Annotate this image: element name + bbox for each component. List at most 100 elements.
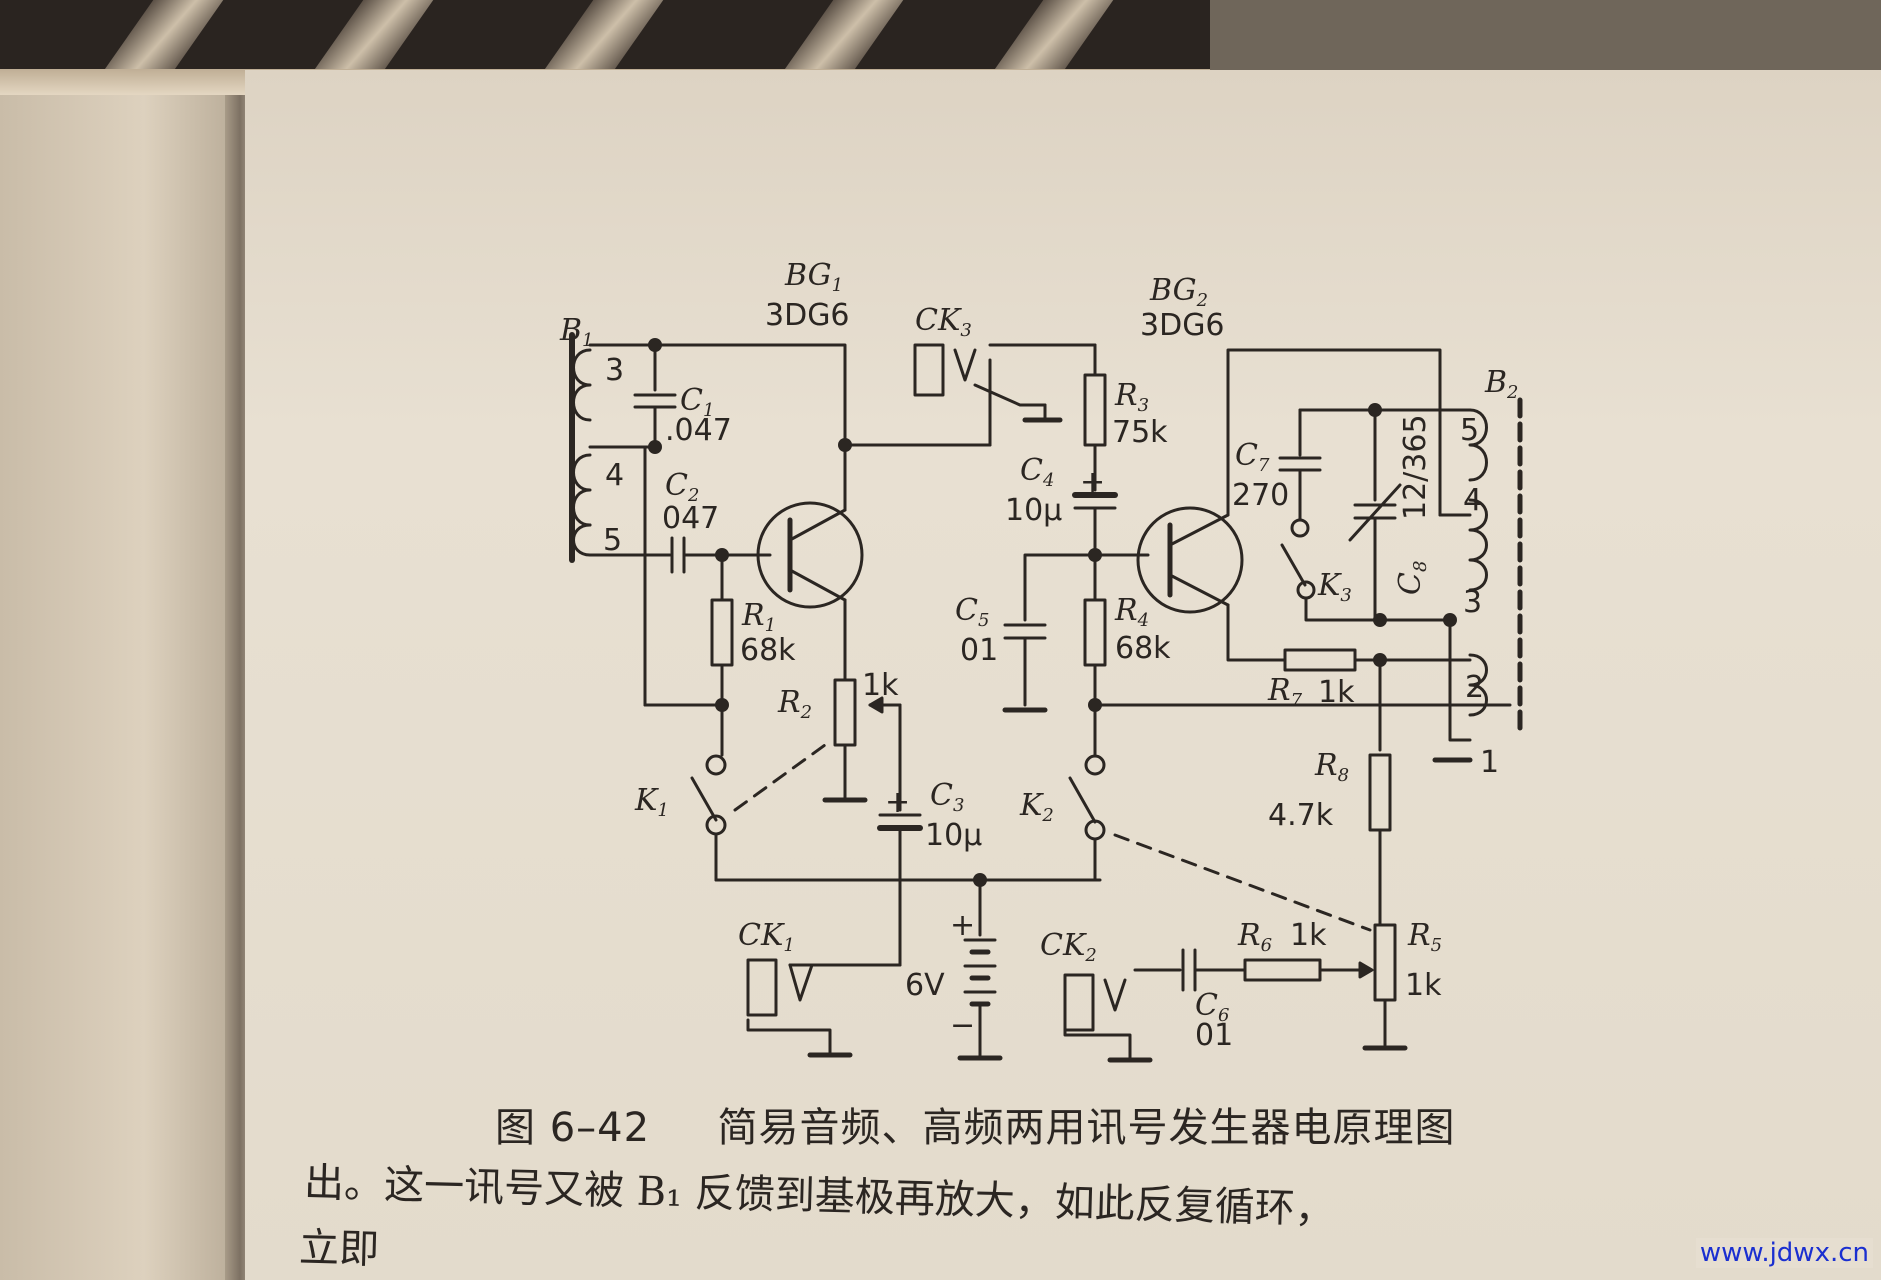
ck2-spring: [1103, 978, 1127, 1012]
ck3-spring: [953, 348, 977, 382]
bg1-emitter: [788, 568, 847, 602]
junction-dot: [838, 438, 852, 452]
label-k3: K3: [1317, 568, 1352, 606]
c8-value: 12/365: [1398, 414, 1433, 520]
wire: [1063, 1028, 1132, 1062]
label-ck3: CK3: [915, 303, 972, 341]
junction-dot: [1373, 653, 1387, 667]
r7-resistor: [1283, 648, 1357, 672]
c7-value: 270: [1232, 478, 1289, 513]
label-r8: R8: [1314, 748, 1349, 786]
label-ck2: CK2: [1040, 928, 1097, 966]
r6-value: 1k: [1290, 918, 1327, 953]
r8-value: 4.7k: [1268, 798, 1334, 833]
b1-tap-label: 3: [605, 353, 624, 388]
book-page: [245, 70, 1881, 1280]
label-r5: R5: [1407, 918, 1442, 956]
c1-value: .047: [665, 413, 732, 448]
bg2-emitter: [1168, 573, 1230, 607]
label-bg2: BG2: [1149, 273, 1208, 311]
label-bg1: BG1: [784, 258, 843, 296]
junction-dot: [1088, 698, 1102, 712]
b2-tap-label: 5: [1460, 413, 1479, 448]
figure-title: 简易音频、高频两用讯号发生器电原理图: [717, 1105, 1456, 1151]
junction-dot: [715, 548, 729, 562]
wire: [1448, 618, 1472, 742]
label-r2: R2: [777, 685, 812, 723]
junction-dot: [715, 698, 729, 712]
r3-value: 75k: [1112, 415, 1168, 450]
r3-resistor: [1083, 373, 1107, 447]
b2-coil: [1468, 653, 1488, 717]
c8-arrow: [1348, 483, 1402, 542]
c2-value: 047: [662, 501, 719, 536]
watermark: www.jdwx.cn: [1695, 1238, 1873, 1268]
k2-link: [1113, 833, 1372, 932]
junction-dots: [648, 338, 1457, 887]
label-c4: C4: [1020, 453, 1054, 491]
wire: [1226, 348, 1442, 517]
wire: [1298, 408, 1377, 502]
r6-resistor: [1243, 958, 1322, 982]
b2-tap-label: 3: [1463, 585, 1482, 620]
r2-pot: [833, 678, 857, 747]
junction-dot: [973, 873, 987, 887]
junction-dot: [1443, 613, 1457, 627]
r5-pot: [1373, 923, 1397, 1002]
bg2-model: 3DG6: [1140, 308, 1225, 343]
body-text-line: 立即: [298, 1224, 380, 1274]
figure-caption: 图 6–42 简易音频、高频两用讯号发生器电原理图: [495, 1095, 1456, 1153]
label-r3: R3: [1114, 378, 1149, 416]
label-c7: C7: [1235, 438, 1270, 476]
r4-value: 68k: [1115, 631, 1171, 666]
wire: [1226, 603, 1287, 662]
c4-value: 10μ: [1005, 493, 1062, 528]
b2-tap-label: 2: [1465, 670, 1484, 705]
bg2-transistor: [1136, 506, 1244, 614]
label-c5: C5: [955, 593, 989, 631]
c4-plus: +: [1080, 465, 1105, 500]
wire: [588, 343, 847, 447]
b2-coil: [1468, 498, 1488, 592]
k2-pivot: [1084, 819, 1106, 841]
r1-resistor: [710, 598, 734, 667]
r7-value: 1k: [1318, 675, 1355, 710]
k1-contact: [705, 754, 727, 776]
junction-dot: [1373, 613, 1387, 627]
label-b2: B2: [1484, 365, 1519, 403]
b1-coil: [572, 348, 592, 422]
r2-wiper-arrow: [868, 696, 884, 714]
b1-tap-label: 4: [605, 458, 624, 493]
junction-dot: [1088, 548, 1102, 562]
r8-resistor: [1368, 753, 1392, 832]
label-c6: C6: [1195, 988, 1229, 1026]
b1-coil: [572, 453, 592, 527]
wire: [1023, 553, 1097, 622]
battery-voltage: 6V: [905, 968, 945, 1003]
label-r1: R1: [741, 598, 776, 636]
label-c1: C1: [680, 383, 714, 421]
label-k1: K1: [634, 783, 669, 821]
k3-blade: [1280, 543, 1307, 587]
bg1-collector: [788, 508, 847, 542]
label-r7: R7: [1267, 673, 1303, 711]
c5-value: 01: [960, 633, 998, 668]
b2-tap-label: 4: [1463, 483, 1482, 518]
left-page: [0, 95, 240, 1280]
r2-value: 1k: [862, 668, 899, 703]
ck3-jack: [913, 343, 945, 397]
junction-dot: [648, 440, 662, 454]
bg1-transistor: [756, 501, 864, 609]
label-k2: K2: [1019, 788, 1054, 826]
wire: [1304, 596, 1382, 622]
wire: [973, 383, 1047, 407]
b2-coil: [1468, 408, 1488, 482]
wire: [746, 1018, 832, 1057]
k3-contact: [1290, 518, 1310, 538]
battery-plus: +: [950, 908, 975, 943]
k1-blade: [690, 776, 718, 822]
ck2-jack: [1063, 973, 1095, 1032]
ck1-jack: [746, 958, 778, 1017]
